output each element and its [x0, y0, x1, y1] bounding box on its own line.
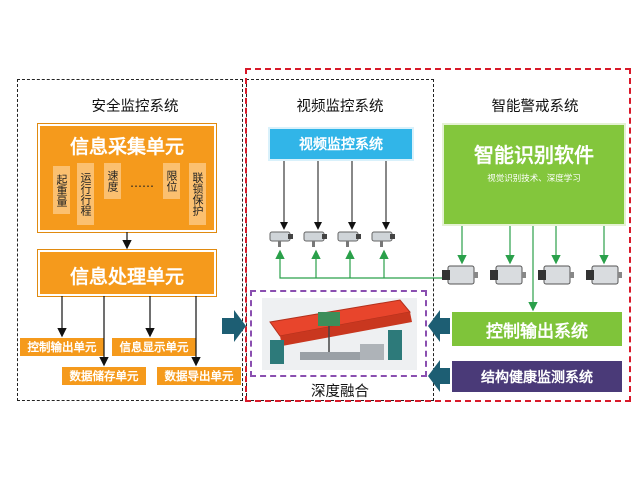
collect-title: 信息采集单元: [69, 136, 184, 158]
chip-limit: 限位: [163, 163, 180, 199]
video-system-box: 视频监控系统: [268, 127, 414, 161]
safety-title: 安全监控系统: [91, 99, 179, 115]
chip-ellipsis: ……: [130, 176, 154, 190]
bus-green: [275, 249, 454, 279]
smart-software-box: 智能识别软件 视觉识别技术、深度学习: [442, 123, 626, 226]
crane-illustration: [262, 298, 417, 370]
fusion-frame: [250, 290, 427, 377]
box-camera-icon: [490, 265, 526, 285]
video-title: 视频监控系统: [296, 99, 384, 115]
smart-title: 智能警戒系统: [491, 99, 579, 115]
collect-unit: 信息采集单元: [38, 124, 216, 232]
camera-icon: [371, 231, 395, 247]
box-camera-icon: [538, 265, 574, 285]
camera-icon: [337, 231, 361, 247]
output-display: 信息显示单元: [112, 338, 196, 356]
camera-icon: [303, 231, 327, 247]
output-control: 控制输出单元: [20, 338, 104, 356]
chip-travel: 运行行程: [77, 163, 94, 225]
chip-weight: 起重量: [53, 166, 70, 214]
red-frame: [245, 68, 631, 402]
chip-interlock: 联锁保护: [189, 163, 206, 225]
arrow-control-fusion: [428, 310, 450, 342]
process-unit: 信息处理单元: [38, 250, 216, 296]
chip-speed: 速度: [104, 163, 121, 199]
smart-software-subtitle: 视觉识别技术、深度学习: [487, 174, 581, 184]
smart-software-title: 智能识别软件: [474, 143, 594, 167]
process-title: 信息处理单元: [69, 266, 184, 288]
box-camera-icon: [442, 265, 478, 285]
output-export: 数据导出单元: [157, 367, 241, 385]
output-storage: 数据储存单元: [62, 367, 146, 385]
arrow-health-fusion: [428, 360, 450, 392]
box-camera-icon: [586, 265, 622, 285]
control-output-system: 控制输出系统: [452, 312, 622, 346]
camera-icon: [269, 231, 293, 247]
arrow-safety-fusion: [222, 310, 246, 342]
fusion-label: 深度融合: [311, 384, 369, 400]
health-monitor-system: 结构健康监测系统: [452, 361, 622, 392]
safety-frame: [17, 79, 243, 401]
